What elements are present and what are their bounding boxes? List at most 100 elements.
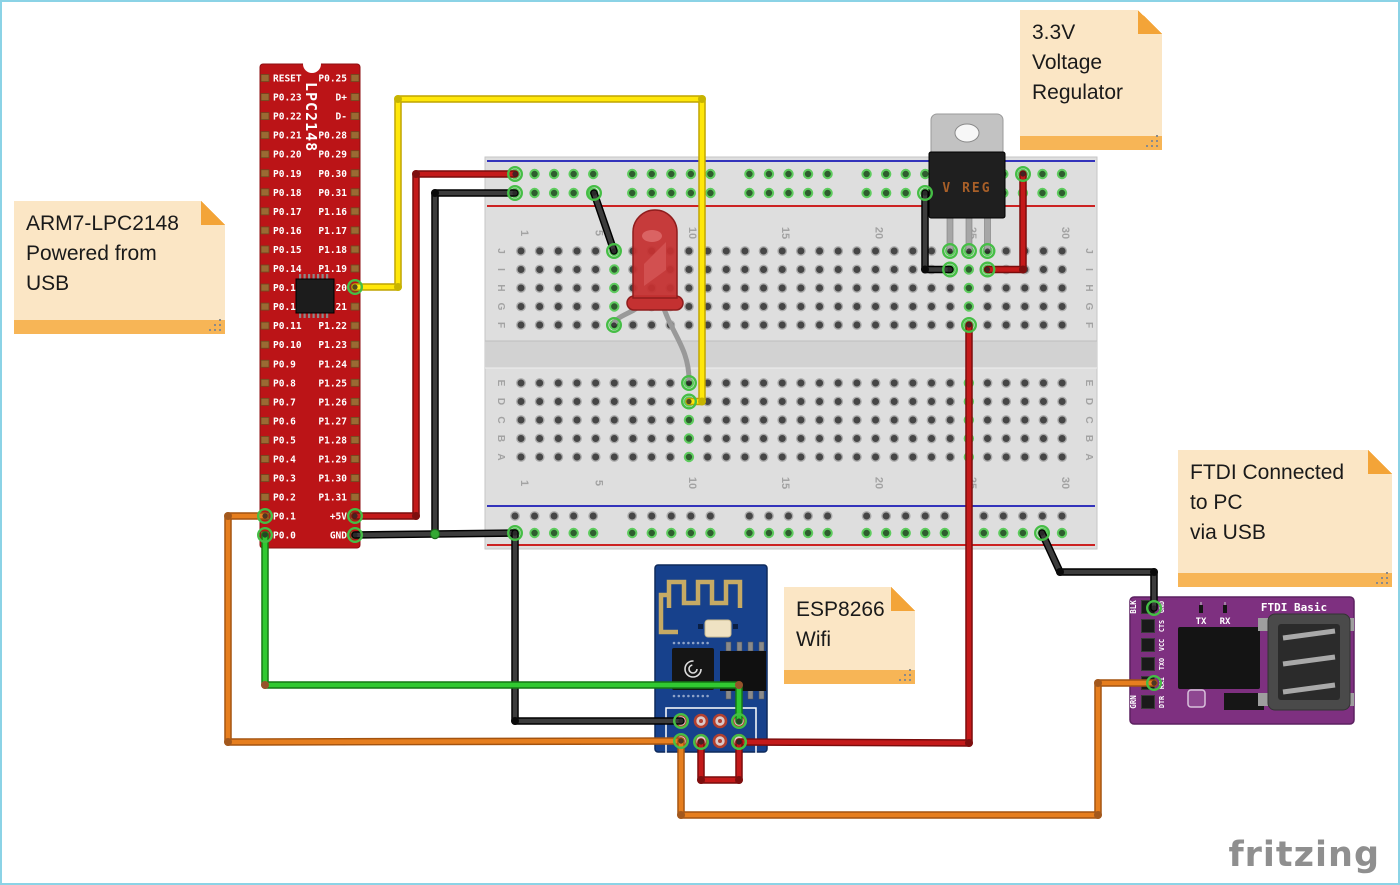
voltage-regulator[interactable]: V REG xyxy=(928,113,1006,252)
lpc-pin-label: RESET xyxy=(273,74,302,85)
row-letter: A xyxy=(495,453,506,460)
lpc-pin-label: P1.17 xyxy=(318,226,347,237)
lpc-pin-label: P0.10 xyxy=(273,340,302,351)
row-letter: G xyxy=(1083,303,1094,311)
wire-black-jumper-rail-to-led[interactable] xyxy=(590,189,618,255)
note-fold-corner xyxy=(1138,10,1162,34)
lpc-pin-label: P0.31 xyxy=(318,188,347,199)
lpc-pin-label: P0.11 xyxy=(273,321,302,332)
note-resize-grip[interactable] xyxy=(219,329,221,331)
wire-green-p0-0-to-esp[interactable] xyxy=(261,531,743,725)
lpc2148-title: LPC2148 xyxy=(302,82,320,152)
note-fold-corner xyxy=(891,587,915,611)
row-letter: C xyxy=(1083,416,1094,423)
note-resize-grip[interactable] xyxy=(909,679,911,681)
lpc-pin-label: P1.18 xyxy=(318,245,347,256)
lpc-pin-label: P0.29 xyxy=(318,150,347,161)
ftdi-title: FTDI Basic xyxy=(1261,601,1327,614)
lpc-pin-label: P0.8 xyxy=(273,378,296,389)
lpc-pin-label: P0.3 xyxy=(273,474,296,485)
column-number: 30 xyxy=(1059,227,1071,239)
column-number: 30 xyxy=(1059,477,1071,489)
lpc-pin-label: P0.2 xyxy=(273,493,296,504)
lpc-pin-label: P1.22 xyxy=(318,321,347,332)
tx-label: TX xyxy=(1196,617,1207,627)
column-number: 5 xyxy=(593,230,605,236)
breadboard[interactable]: 115510101515202025253030JJIIHHGGFFEEDDCC… xyxy=(484,156,1098,550)
column-number: 10 xyxy=(686,227,698,239)
row-letter: C xyxy=(495,416,506,423)
column-number: 10 xyxy=(686,477,698,489)
row-letter: B xyxy=(495,435,506,442)
wire-red-5v-to-rail[interactable] xyxy=(351,170,519,520)
lpc-pin-label: P0.7 xyxy=(273,397,296,408)
lpc-pin-label: P0.14 xyxy=(273,264,302,275)
fritzing-logo: fritzing xyxy=(1228,835,1380,875)
lpc2148-board[interactable]: LPC2148RESETP0.23P0.22P0.21P0.20P0.19P0.… xyxy=(259,55,361,549)
lpc-pin-label: P0.20 xyxy=(273,150,302,161)
lpc-pin-label: D+ xyxy=(336,93,348,104)
esp8266-module[interactable] xyxy=(654,564,768,755)
row-letter: H xyxy=(1083,284,1094,291)
column-number: 15 xyxy=(779,227,791,239)
lpc-pin-label: P0.22 xyxy=(273,112,302,123)
ftdi-blk-label: BLK xyxy=(1129,600,1138,614)
lpc-pin-label: P1.24 xyxy=(318,359,347,370)
lpc-pin-label: P0.19 xyxy=(273,169,302,180)
lpc-pin-label: P1.23 xyxy=(318,340,347,351)
lpc-pin-label: P0.4 xyxy=(273,455,296,466)
wire-orange-p0-1-to-esp[interactable] xyxy=(224,512,685,746)
lpc-pin-label: D- xyxy=(336,112,347,123)
note-fold-corner xyxy=(1368,450,1392,474)
red-led[interactable] xyxy=(611,209,692,383)
lpc-pin-label: P1.31 xyxy=(318,493,347,504)
note-bottom-bar xyxy=(1020,136,1162,150)
lpc-pin-label: P0.5 xyxy=(273,435,296,446)
row-letter: E xyxy=(1083,380,1094,387)
column-number: 15 xyxy=(779,477,791,489)
ftdi-pin-label: TXO xyxy=(1158,658,1166,670)
connection-pads-layer xyxy=(224,95,1162,819)
wire-black-rail-to-ftdi-gnd[interactable] xyxy=(1038,529,1158,612)
ftdi-grn-label: GRN xyxy=(1129,695,1138,709)
ftdi-pin-label: VCC xyxy=(1158,639,1166,651)
lpc-pin-label: P0.17 xyxy=(273,207,302,218)
row-letter: I xyxy=(1083,268,1094,271)
lpc-pin-label: P0.16 xyxy=(273,226,302,237)
lpc-pin-label: P0.13 xyxy=(273,283,302,294)
row-letter: F xyxy=(495,322,506,328)
note-fold-corner xyxy=(201,201,225,225)
lpc-pin-label: P0.25 xyxy=(318,74,347,85)
rx-label: RX xyxy=(1220,617,1231,627)
lpc-pin-label: P0.1 xyxy=(273,512,296,523)
lpc-pin-label: P0.15 xyxy=(273,245,302,256)
note-resize-grip[interactable] xyxy=(1156,145,1158,147)
lpc-pin-label: P0.6 xyxy=(273,416,296,427)
ftdi-pin-label: GND xyxy=(1158,601,1166,613)
lpc-pin-label: P0.0 xyxy=(273,531,296,542)
row-letter: D xyxy=(495,398,506,405)
lpc-pin-label: P1.16 xyxy=(318,207,347,218)
lpc-pin-label: P1.25 xyxy=(318,378,347,389)
lpc-pin-label: P0.9 xyxy=(273,359,296,370)
column-number: 1 xyxy=(518,230,530,236)
wire-red-esp-loop[interactable] xyxy=(697,738,743,784)
row-letter: B xyxy=(1083,435,1094,442)
lpc-pin-label: P0.21 xyxy=(273,131,302,142)
note-resize-grip[interactable] xyxy=(1386,582,1388,584)
lpc-pin-label: +5V xyxy=(330,512,347,523)
lpc-pin-label: P1.26 xyxy=(318,397,347,408)
note-bottom-bar xyxy=(14,320,225,334)
lpc-pin-label: GND xyxy=(330,531,347,542)
row-letter: A xyxy=(1083,453,1094,460)
lpc-pin-label: P0.23 xyxy=(273,93,302,104)
